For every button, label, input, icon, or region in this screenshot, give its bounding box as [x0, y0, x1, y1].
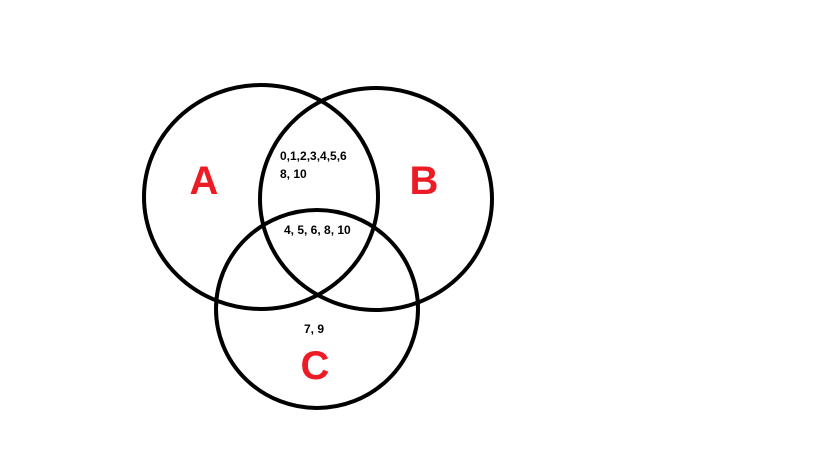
set-a-label: A [190, 159, 219, 203]
region-a-and-b-line-2: 8, 10 [280, 167, 307, 181]
region-a-b-c: 4, 5, 6, 8, 10 [284, 223, 351, 237]
set-b-label: B [410, 159, 439, 203]
set-c-circle [214, 208, 420, 410]
region-a-and-b-line-1: 0,1,2,3,4,5,6 [280, 149, 347, 163]
region-c-only: 7, 9 [304, 322, 324, 336]
set-c-label: C [301, 344, 330, 388]
set-a-circle [142, 83, 380, 311]
set-b-circle [258, 86, 494, 312]
